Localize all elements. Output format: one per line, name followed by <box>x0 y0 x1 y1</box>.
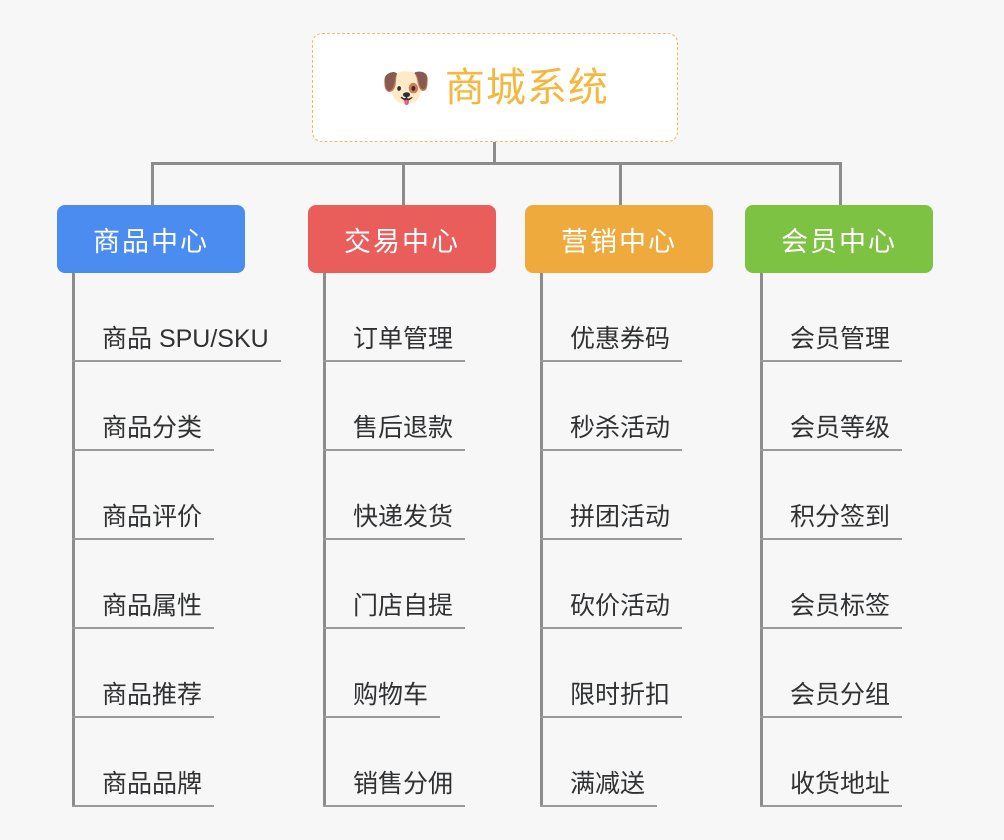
leaf-item[interactable]: 优惠券码 <box>540 273 713 362</box>
leaf-item-label: 积分签到 <box>760 502 903 540</box>
leaf-item[interactable]: 门店自提 <box>323 540 496 629</box>
leaf-item-label: 购物车 <box>323 680 441 718</box>
leaf-item-label: 商品属性 <box>72 591 215 629</box>
leaf-item[interactable]: 会员标签 <box>760 540 933 629</box>
leaf-item-label: 会员分组 <box>760 680 903 718</box>
leaf-item-label: 售后退款 <box>323 413 466 451</box>
leaf-item[interactable]: 商品属性 <box>72 540 245 629</box>
leaf-item[interactable]: 商品评价 <box>72 451 245 540</box>
leaf-item-label: 订单管理 <box>323 324 466 362</box>
branch-column: 商品中心商品 SPU/SKU 商品分类商品评价商品属性商品推荐商品品牌 <box>57 162 281 807</box>
leaf-item-label: 商品推荐 <box>72 680 215 718</box>
leaf-item[interactable]: 订单管理 <box>323 273 496 362</box>
leaf-item[interactable]: 会员等级 <box>760 362 933 451</box>
leaf-item[interactable]: 商品品牌 <box>72 718 245 807</box>
leaf-item[interactable]: 会员分组 <box>760 629 933 718</box>
leaf-item-label: 商品 SPU/SKU <box>72 324 281 362</box>
branch-column: 营销中心优惠券码秒杀活动拼团活动砍价活动限时折扣满减送 <box>525 162 713 807</box>
leaf-item-label: 满减送 <box>540 769 658 807</box>
leaf-list: 订单管理售后退款快递发货门店自提购物车销售分佣 <box>308 273 496 807</box>
branch-header-label: 营销中心 <box>561 226 677 257</box>
leaf-item-label: 砍价活动 <box>540 591 683 629</box>
branch-header-label: 商品中心 <box>93 226 209 257</box>
leaf-item[interactable]: 商品 SPU/SKU <box>72 273 281 362</box>
branch-column: 会员中心会员管理会员等级积分签到会员标签会员分组收货地址 <box>745 162 933 807</box>
branch-header[interactable]: 营销中心 <box>525 205 713 273</box>
leaf-item-label: 限时折扣 <box>540 680 683 718</box>
leaf-item[interactable]: 秒杀活动 <box>540 362 713 451</box>
leaf-item-label: 商品评价 <box>72 502 215 540</box>
leaf-spine-connector <box>323 273 326 807</box>
leaf-item-label: 商品分类 <box>72 413 215 451</box>
leaf-list: 优惠券码秒杀活动拼团活动砍价活动限时折扣满减送 <box>525 273 713 807</box>
leaf-item-label: 秒杀活动 <box>540 413 683 451</box>
branch-column: 交易中心订单管理售后退款快递发货门店自提购物车销售分佣 <box>308 162 496 807</box>
branch-header[interactable]: 交易中心 <box>308 205 496 273</box>
branch-drop-connector <box>619 162 622 205</box>
leaf-list: 会员管理会员等级积分签到会员标签会员分组收货地址 <box>745 273 933 807</box>
leaf-item[interactable]: 收货地址 <box>760 718 933 807</box>
branch-header-label: 会员中心 <box>781 226 897 257</box>
leaf-list: 商品 SPU/SKU 商品分类商品评价商品属性商品推荐商品品牌 <box>57 273 281 807</box>
leaf-item[interactable]: 售后退款 <box>323 362 496 451</box>
leaf-item[interactable]: 砍价活动 <box>540 540 713 629</box>
leaf-item-label: 门店自提 <box>323 591 466 629</box>
leaf-item[interactable]: 购物车 <box>323 629 496 718</box>
leaf-spine-connector <box>72 273 75 807</box>
branch-rail-connector <box>151 162 839 165</box>
branch-header-label: 交易中心 <box>344 226 460 257</box>
root-title: 商城系统 <box>444 65 609 110</box>
branch-header[interactable]: 会员中心 <box>745 205 933 273</box>
leaf-item[interactable]: 拼团活动 <box>540 451 713 540</box>
leaf-item-label: 商品品牌 <box>72 769 215 807</box>
leaf-item-label: 销售分佣 <box>323 769 466 807</box>
root-stem-connector <box>493 142 496 164</box>
leaf-item-label: 会员标签 <box>760 591 903 629</box>
leaf-item[interactable]: 限时折扣 <box>540 629 713 718</box>
leaf-item-label: 优惠券码 <box>540 324 683 362</box>
leaf-spine-connector <box>760 273 763 807</box>
leaf-spine-connector <box>540 273 543 807</box>
dog-face-icon: 🐶 <box>381 65 431 110</box>
branch-header[interactable]: 商品中心 <box>57 205 245 273</box>
leaf-item-label: 快递发货 <box>323 502 466 540</box>
leaf-item[interactable]: 积分签到 <box>760 451 933 540</box>
leaf-item[interactable]: 销售分佣 <box>323 718 496 807</box>
branch-drop-connector <box>402 162 405 205</box>
branch-drop-connector <box>151 162 154 205</box>
leaf-item[interactable]: 满减送 <box>540 718 713 807</box>
leaf-item-label: 收货地址 <box>760 769 903 807</box>
leaf-item-label: 会员等级 <box>760 413 903 451</box>
leaf-item[interactable]: 会员管理 <box>760 273 933 362</box>
leaf-item-label: 会员管理 <box>760 324 903 362</box>
leaf-item[interactable]: 商品分类 <box>72 362 245 451</box>
leaf-item[interactable]: 快递发货 <box>323 451 496 540</box>
leaf-item-label: 拼团活动 <box>540 502 683 540</box>
branch-drop-connector <box>839 162 842 205</box>
root-node[interactable]: 🐶 商城系统 <box>312 33 678 142</box>
leaf-item[interactable]: 商品推荐 <box>72 629 245 718</box>
